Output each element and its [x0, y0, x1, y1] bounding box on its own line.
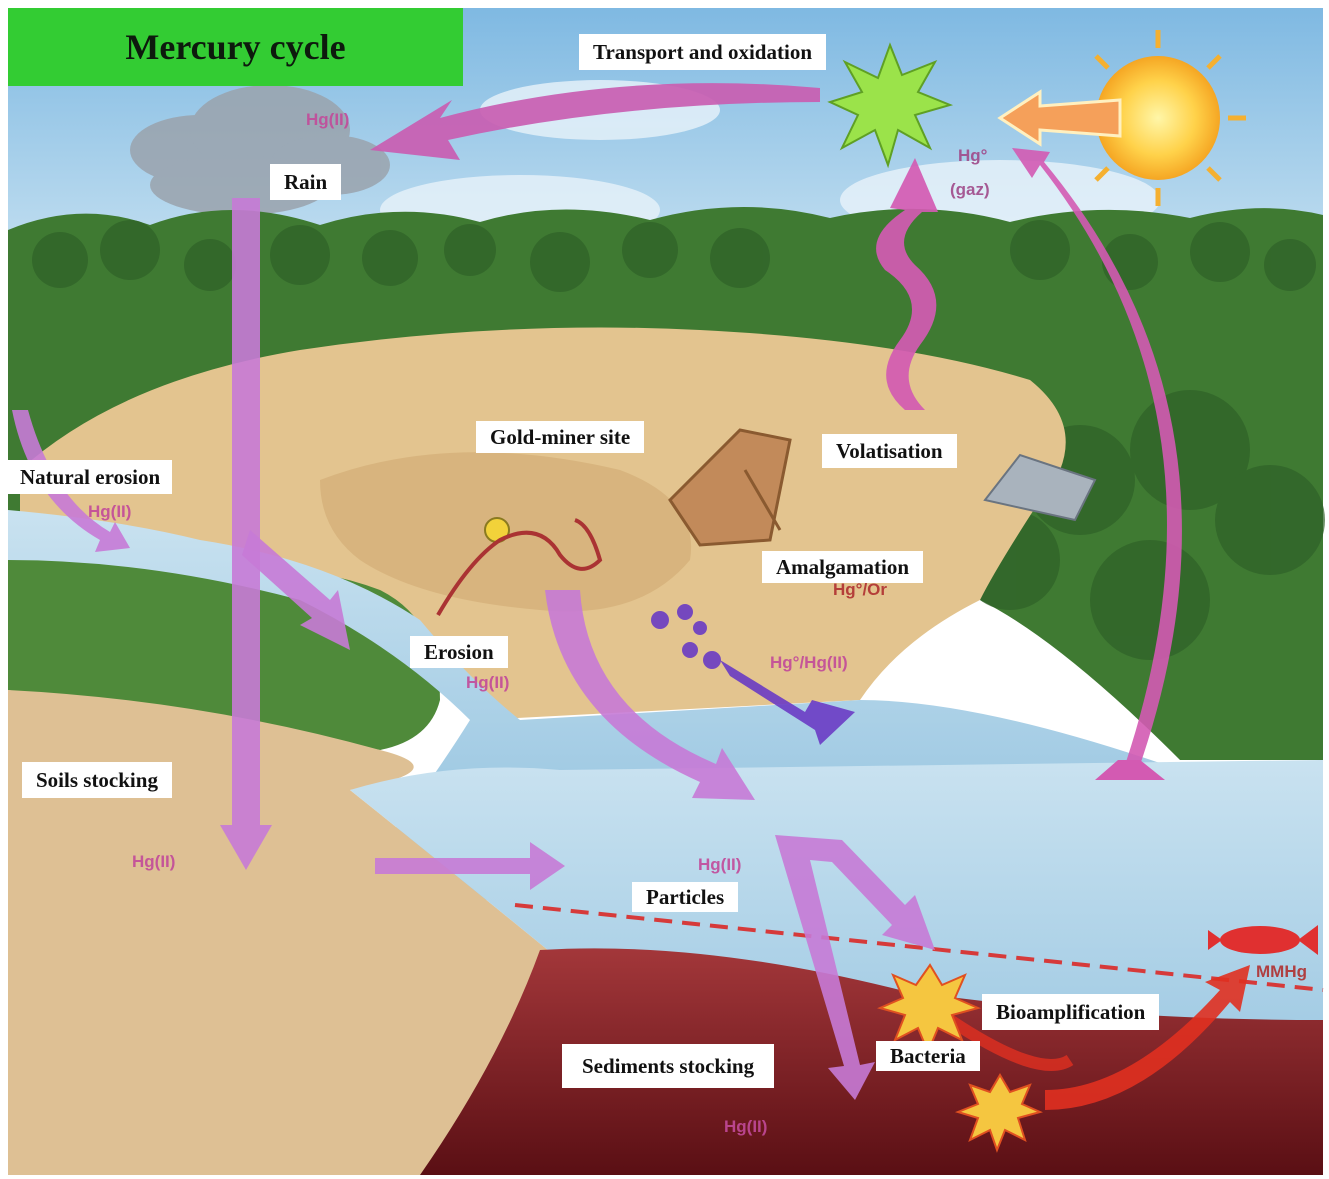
- label-gold-miner-site: Gold-miner site: [476, 421, 644, 453]
- species-hg2-erosion: Hg(II): [466, 673, 509, 693]
- species-hg2-cloud: Hg(II): [306, 110, 349, 130]
- species-hg0-hg2: Hg°/Hg(II): [770, 653, 848, 673]
- label-bioamplification: Bioamplification: [982, 994, 1159, 1030]
- page-title: Mercury cycle: [8, 8, 463, 86]
- label-amalgamation: Amalgamation: [762, 551, 923, 583]
- species-mmhg: MMHg: [1256, 962, 1307, 982]
- label-natural-erosion: Natural erosion: [8, 460, 172, 494]
- label-sediments-stocking: Sediments stocking: [562, 1044, 774, 1088]
- label-soils-stocking: Soils stocking: [22, 762, 172, 798]
- species-hg0-gold: Hg°/Or: [833, 580, 887, 600]
- label-bacteria: Bacteria: [876, 1041, 980, 1071]
- species-hg0-gas: Hg°: [958, 146, 987, 166]
- label-transport-oxidation: Transport and oxidation: [579, 34, 826, 70]
- species-hg2-soil: Hg(II): [132, 852, 175, 872]
- label-particles: Particles: [632, 882, 738, 912]
- species-hg2-sediment: Hg(II): [724, 1117, 767, 1137]
- label-rain: Rain: [270, 164, 341, 200]
- label-erosion: Erosion: [410, 636, 508, 668]
- species-hg2-particles: Hg(II): [698, 855, 741, 875]
- species-gas-label: (gaz): [950, 180, 990, 200]
- label-volatisation: Volatisation: [822, 434, 957, 468]
- species-hg2-natural: Hg(II): [88, 502, 131, 522]
